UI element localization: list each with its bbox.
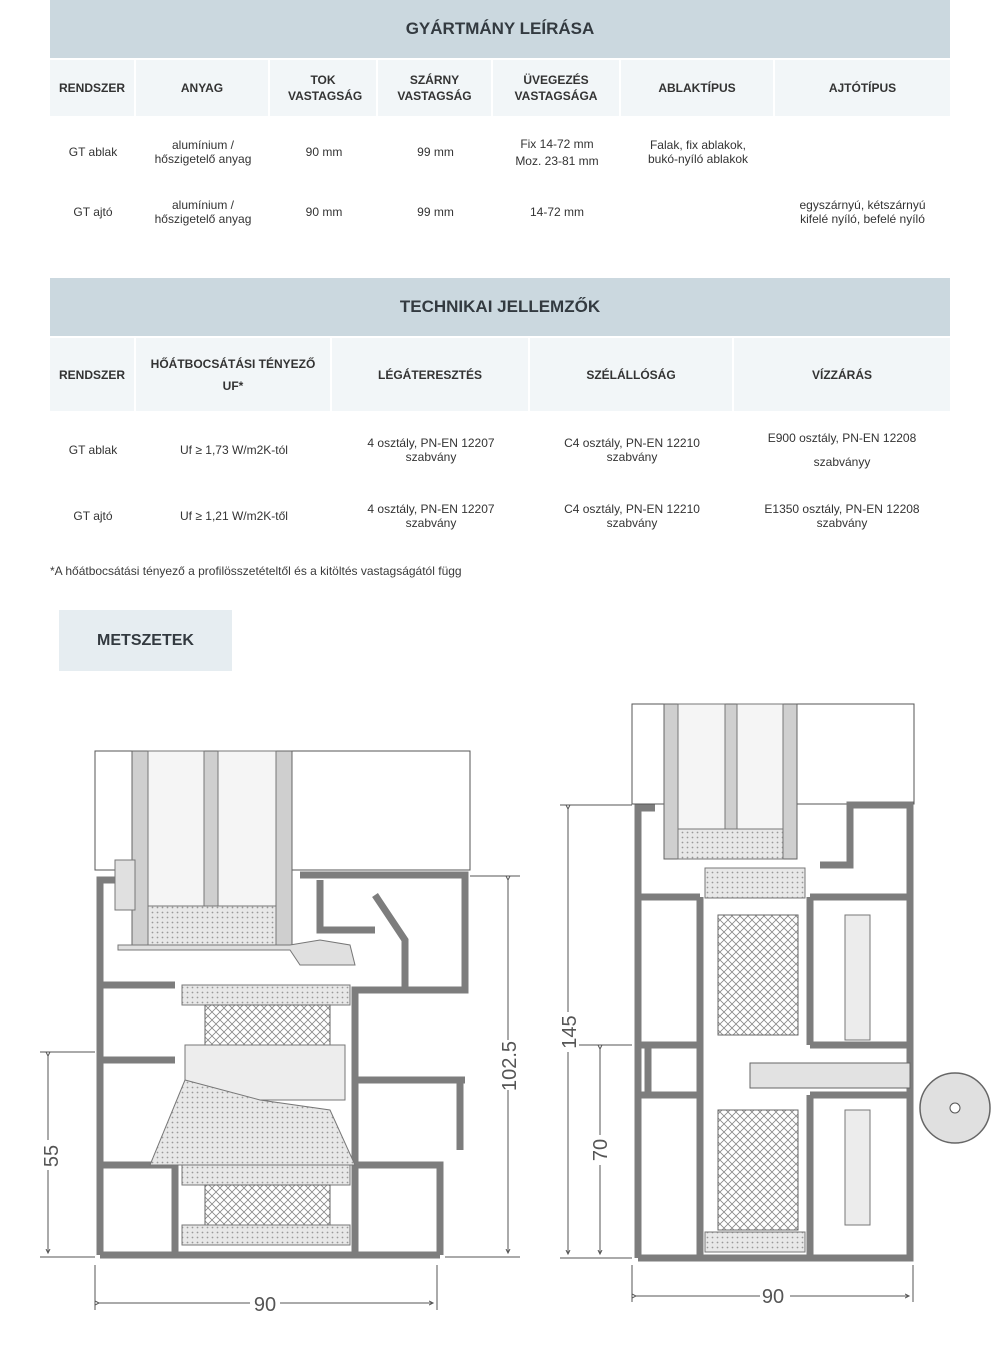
product-description-title: GYÁRTMÁNY LEÍRÁSA [50, 0, 950, 58]
sections-tab[interactable]: METSZETEK [59, 610, 232, 671]
table-row: GT ajtó Uf ≥ 1,21 W/m2K-től 4 osztály, P… [50, 483, 950, 549]
cross-section-drawings: 90 102.5 55 [38, 703, 991, 1316]
cell-window-type [621, 182, 775, 242]
footnote: *A hőátbocsátási tényező a profilösszeté… [50, 564, 462, 578]
table-row: GT ablak alumínium /hőszigetelő anyag 90… [50, 122, 950, 182]
dim-left-height-full: 102.5 [499, 1041, 521, 1091]
dim-right-height-lower: 70 [590, 1139, 612, 1161]
dim-left-width: 90 [254, 1294, 276, 1316]
table-row: GT ablak Uf ≥ 1,73 W/m2K-tól 4 osztály, … [50, 417, 950, 483]
cell-material: alumínium /hőszigetelő anyag [154, 138, 252, 166]
technical-title: TECHNIKAI JELLEMZŐK [50, 278, 950, 336]
window-section-drawing: 90 102.5 55 [38, 750, 521, 1316]
product-description-table: RENDSZER ANYAG TOK VASTAGSÁG SZÁRNY VAST… [50, 60, 950, 242]
cell-door-type [775, 122, 950, 182]
col-header-szarny: SZÁRNY VASTAGSÁG [378, 60, 493, 116]
cell-uf: Uf ≥ 1,21 W/m2K-től [180, 509, 288, 523]
cell-window-type: Falak, fix ablakok,bukó-nyíló ablakok [647, 138, 749, 166]
col-header-uvegezes: ÜVEGEZÉS VASTAGSÁGA [493, 60, 621, 116]
dim-right-height-full: 145 [559, 1015, 581, 1048]
cell-frame: 90 mm [305, 145, 343, 159]
dim-right-width: 90 [762, 1286, 784, 1308]
col-header-rendszer: RENDSZER [50, 338, 136, 411]
cell-sash: 99 mm [417, 145, 454, 159]
cell-frame: 90 mm [305, 205, 343, 219]
cell-system: GT ablak [68, 145, 118, 159]
col-header-ajtotipus: AJTÓTÍPUS [775, 60, 950, 116]
col-header-wind: SZÉLÁLLÓSÁG [530, 338, 734, 411]
col-header-rendszer: RENDSZER [50, 60, 136, 116]
table-row: GT ajtó alumínium /hőszigetelő anyag 90 … [50, 182, 950, 242]
dim-left-height-lower: 55 [41, 1145, 63, 1167]
cell-uf: Uf ≥ 1,73 W/m2K-tól [180, 443, 288, 457]
cell-material: alumínium /hőszigetelő anyag [154, 198, 252, 226]
cell-system: GT ajtó [73, 205, 113, 219]
cell-system: GT ajtó [73, 509, 113, 523]
cell-system: GT ablak [68, 443, 118, 457]
cell-glazing: 14-72 mm [529, 205, 585, 219]
table-header-row: RENDSZER ANYAG TOK VASTAGSÁG SZÁRNY VAST… [50, 60, 950, 116]
col-header-water: VÍZZÁRÁS [734, 338, 950, 411]
cell-sash: 99 mm [417, 205, 454, 219]
col-header-ablaktipus: ABLAKTÍPUS [621, 60, 775, 116]
door-section-drawing: 90 145 70 [557, 703, 991, 1308]
col-header-tok: TOK VASTAGSÁG [270, 60, 378, 116]
col-header-air: LÉGÁTERESZTÉS [332, 338, 530, 411]
col-header-anyag: ANYAG [136, 60, 270, 116]
